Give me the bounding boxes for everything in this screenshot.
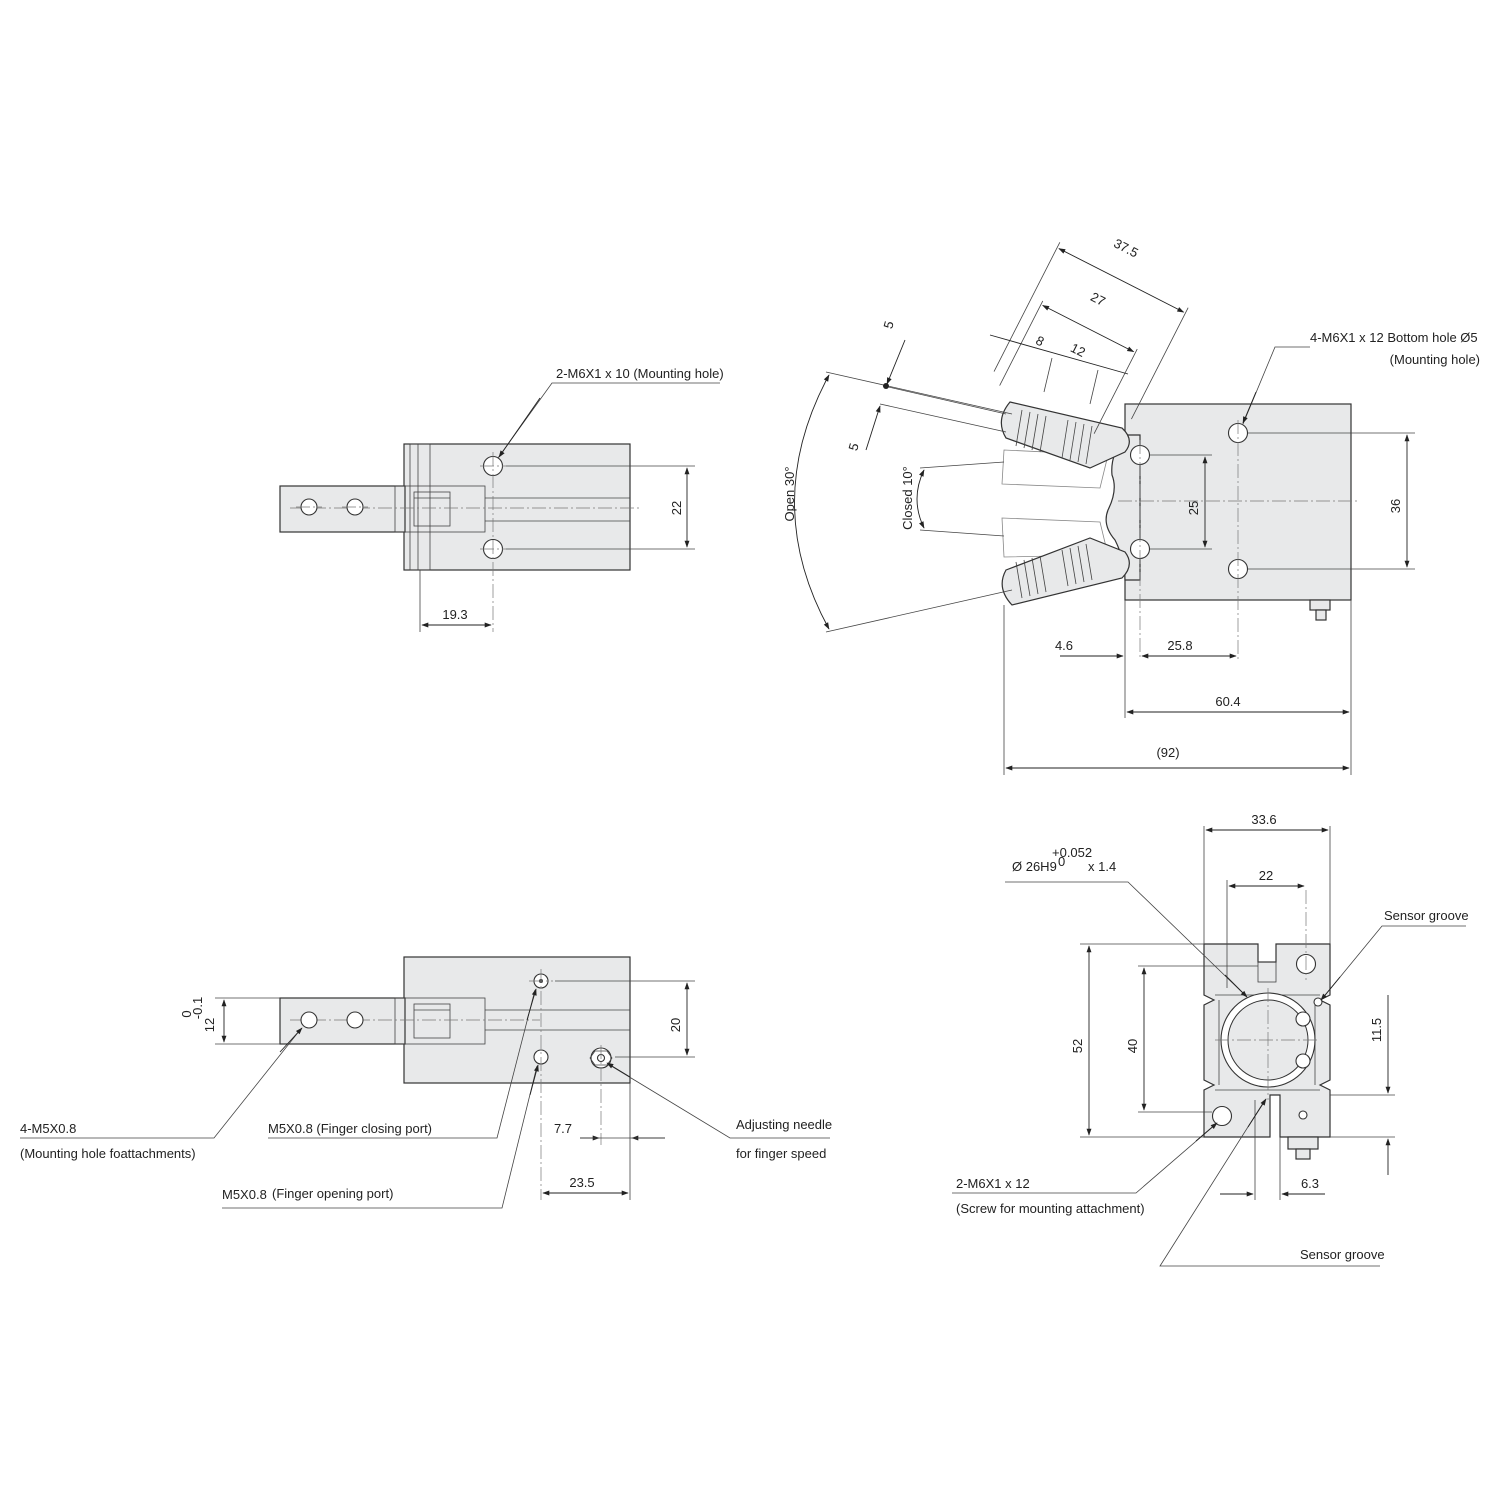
end-hole-small [1298, 1110, 1308, 1120]
callout-mounting-side-1: 4-M6X1 x 12 Bottom hole Ø5 [1310, 330, 1478, 345]
gripper-body-top [403, 443, 631, 571]
side-view: 25 36 4.6 25.8 60.4 (92) Open 30° Closed… [782, 236, 1480, 775]
bore-depth: x 1.4 [1088, 859, 1116, 874]
tol-upper: 0 [179, 1010, 194, 1017]
dim-25: 25 [1186, 501, 1201, 515]
dim-8: 8 [1033, 333, 1046, 350]
dim-4-6: 4.6 [1055, 638, 1073, 653]
dim-5-top: 5 [880, 319, 896, 330]
callout-opening-text: (Finger opening port) [272, 1186, 393, 1201]
dim-22-top: 22 [669, 501, 684, 515]
dim-12-front: 12 [202, 1018, 217, 1032]
open-angle-label: Open 30° [782, 466, 797, 521]
front-view: 12 0 -0.1 20 7.7 23.5 4-M5X0.8 (Mounting… [20, 956, 832, 1209]
bore-tol-upper: +0.052 [1052, 845, 1092, 860]
callout-attach-2: (Mounting hole foattachments) [20, 1146, 196, 1161]
dim-12: 12 [1068, 340, 1088, 360]
dim-27: 27 [1088, 289, 1108, 309]
dim-5-bottom: 5 [845, 441, 861, 452]
sensor-groove-top-label: Sensor groove [1384, 908, 1469, 923]
closed-angle-arc [916, 469, 925, 529]
sensor-groove-bottom-label: Sensor groove [1300, 1247, 1385, 1262]
dim-23-5: 23.5 [569, 1175, 594, 1190]
dim-19-3: 19.3 [442, 607, 467, 622]
dim-92: (92) [1156, 745, 1179, 760]
callout-mounting-top: 2-M6X1 x 10 (Mounting hole) [556, 366, 724, 381]
dim-37-5: 37.5 [1111, 236, 1140, 261]
closed-angle-label: Closed 10° [900, 466, 915, 530]
dim-11-5: 11.5 [1369, 1018, 1384, 1042]
dim-36: 36 [1388, 499, 1403, 513]
dim-40: 40 [1125, 1039, 1140, 1053]
dim-52: 52 [1070, 1039, 1085, 1053]
attach-hole-1 [300, 1011, 318, 1029]
dim-7-7: 7.7 [554, 1121, 572, 1136]
sensor-hole-lower [1295, 1053, 1311, 1069]
callout-needle-1: Adjusting needle [736, 1117, 832, 1132]
dim-22-end: 22 [1259, 868, 1273, 883]
dim-25-8: 25.8 [1167, 638, 1192, 653]
bore-tol-lower: 0 [1058, 854, 1065, 869]
callout-screw-2: (Screw for mounting attachment) [956, 1201, 1145, 1216]
dim-20: 20 [668, 1018, 683, 1032]
open-angle-arc [794, 374, 830, 630]
tol-lower: -0.1 [190, 997, 205, 1019]
callout-needle-2: for finger speed [736, 1146, 826, 1161]
callout-closing: M5X0.8 (Finger closing port) [268, 1121, 432, 1136]
callout-attach-1: 4-M5X0.8 [20, 1121, 76, 1136]
end-view: 33.6 22 52 40 11.5 6.3 Ø 26H9 +0.052 0 x… [952, 812, 1469, 1267]
jaw-slide [394, 485, 486, 533]
bore-label: Ø 26H9 [1012, 859, 1057, 874]
callout-mounting-side-2: (Mounting hole) [1390, 352, 1480, 367]
sensor-groove-upper [1313, 997, 1323, 1007]
dim-60-4: 60.4 [1215, 694, 1240, 709]
sensor-hole-upper [1295, 1011, 1311, 1027]
callout-opening-code: M5X0.8 [222, 1187, 267, 1202]
dim-6-3: 6.3 [1301, 1176, 1319, 1191]
top-view: 22 19.3 2-M6X1 x 10 (Mounting hole) [279, 366, 724, 632]
jaw-top [279, 485, 406, 533]
end-hole-lower [1211, 1105, 1233, 1127]
attach-hole-2 [346, 1011, 364, 1029]
jaw-front [279, 997, 406, 1045]
callout-screw-1: 2-M6X1 x 12 [956, 1176, 1030, 1191]
dim-33-6: 33.6 [1251, 812, 1276, 827]
